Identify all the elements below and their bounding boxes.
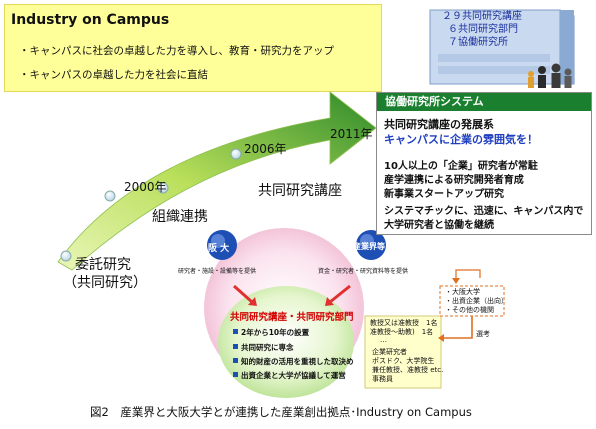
note-left-7: 事務員 bbox=[372, 375, 393, 383]
stage-contract-sub: （共同研究） bbox=[63, 275, 147, 291]
center-bullet-3: 知的財産の活用を重視した取決め bbox=[241, 357, 354, 366]
people-icons bbox=[528, 63, 572, 88]
handai-label: 阪 大 bbox=[208, 244, 230, 254]
selection-label: 選考 bbox=[476, 330, 490, 338]
note-left-6: 兼任教授、准教授 etc. bbox=[372, 366, 444, 374]
handai-sub: 研究者・施設・設備等を提供 bbox=[178, 268, 257, 275]
system-line-7: 大学研究者と協働を継続 bbox=[384, 220, 494, 231]
note-left-5: ポスドク、大学院生 bbox=[372, 357, 435, 365]
center-bullet-1: 2年から10年の設置 bbox=[241, 328, 310, 337]
industry-label: 産業界等 bbox=[353, 242, 385, 251]
system-box bbox=[376, 92, 592, 235]
note-right-2: ・出資企業（出向） bbox=[445, 297, 508, 305]
building-line-1: ２９共同研究講座 bbox=[442, 11, 522, 22]
figure-caption: 図2 産業界と大阪大学とが連携した産業創出拠点･Industry on Camp… bbox=[90, 405, 472, 419]
center-bullet-4: 出資企業と大学が協議して運営 bbox=[241, 371, 346, 380]
note-left-4: 企業研究者 bbox=[372, 348, 407, 356]
industry-sub: 資金・研究者・研究資料等を提供 bbox=[318, 268, 409, 275]
system-line-6: システマチックに、迅速に、キャンパス内で bbox=[384, 206, 584, 217]
stage-contract: 委託研究 bbox=[75, 257, 131, 273]
building-line-3: ７協働研究所 bbox=[448, 37, 508, 48]
system-line-2: キャンパスに企業の雰囲気を！ bbox=[384, 133, 538, 146]
year-2006: 2006年 bbox=[244, 142, 287, 156]
intro-bullet-2: ・キャンパスの卓越した力を社会に直結 bbox=[19, 69, 208, 81]
note-left-2: 准教授～助教) 1名 bbox=[370, 328, 434, 336]
building-illustration bbox=[429, 9, 575, 88]
system-line-3: 10人以上の「企業」研究者が常駐 bbox=[384, 161, 538, 172]
system-line-1: 共同研究講座の発展系 bbox=[384, 118, 494, 131]
building-line-2: ６共同研究部門 bbox=[448, 24, 518, 35]
stage-organization: 組織連携 bbox=[152, 209, 208, 225]
intro-bullet-1: ・キャンパスに社会の卓越した力を導入し、教育・研究力をアップ bbox=[19, 45, 334, 57]
intro-box: Industry on Campus ・キャンパスに社会の卓越した力を導入し、教… bbox=[4, 4, 382, 92]
note-left-3: … bbox=[380, 336, 387, 344]
year-2000: 2000年 bbox=[124, 180, 167, 194]
center-bullet-2: 共同研究に専念 bbox=[241, 343, 294, 352]
note-right-3: ・その他の機関 bbox=[445, 306, 494, 314]
building-labels: ２９共同研究講座 ６共同研究部門 ７協働研究所 bbox=[442, 10, 554, 49]
intro-title: Industry on Campus bbox=[11, 12, 170, 28]
note-left-1: 教授又は准教授 1名 bbox=[370, 319, 438, 327]
stage-joint-course: 共同研究講座 bbox=[258, 183, 342, 199]
system-line-5: 新事業スタートアップ研究 bbox=[384, 189, 504, 200]
center-title: 共同研究講座・共同研究部門 bbox=[230, 312, 354, 323]
system-line-4: 産学連携による研究開発者育成 bbox=[384, 175, 524, 186]
note-right-1: ・大阪大学 bbox=[445, 288, 480, 296]
year-2011: 2011年 bbox=[330, 127, 373, 141]
system-heading: 協働研究所システム bbox=[377, 93, 591, 111]
